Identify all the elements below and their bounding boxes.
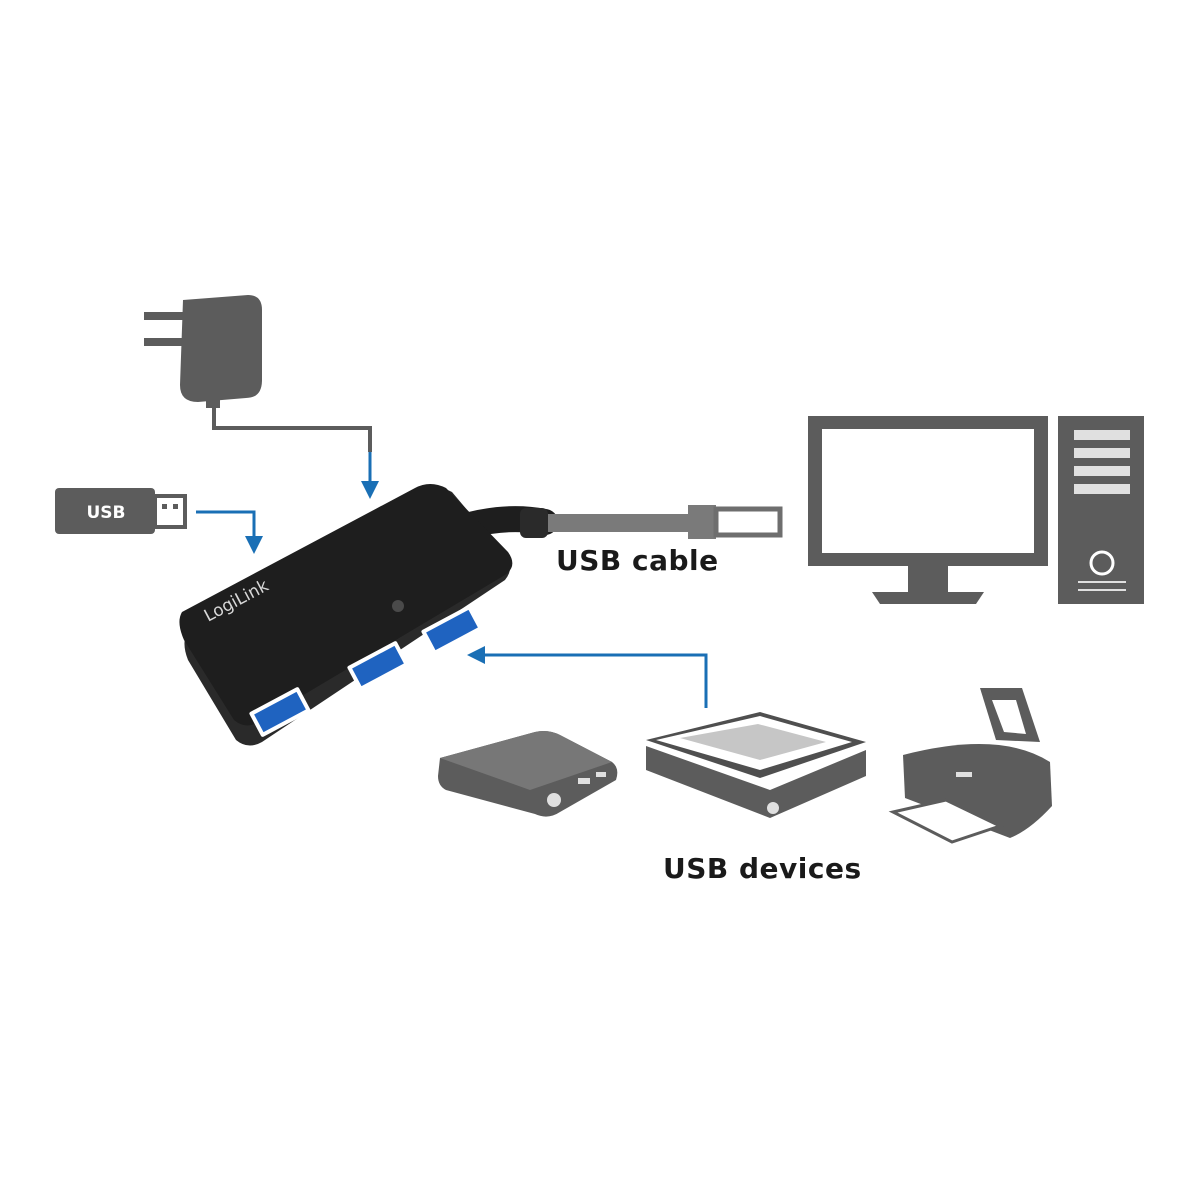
usb-stick-arrow xyxy=(196,510,263,554)
power-adapter-icon xyxy=(144,295,372,452)
usb-stick-icon: USB xyxy=(55,488,187,534)
usb-port-2 xyxy=(347,641,409,691)
usb-cable-label: USB cable xyxy=(556,544,719,577)
usb-cable xyxy=(457,505,783,539)
pc-tower-icon xyxy=(1058,416,1144,604)
power-bank-icon xyxy=(438,731,618,817)
scanner-icon xyxy=(646,712,866,818)
usb-port-3 xyxy=(421,605,483,655)
led-indicator xyxy=(392,600,404,612)
monitor-icon xyxy=(808,416,1048,604)
printer-icon xyxy=(888,688,1052,844)
usb-hub: LogiLink xyxy=(179,484,513,746)
usb-stick-label: USB xyxy=(86,503,125,523)
usb-port-1 xyxy=(249,687,311,737)
usb-devices-label: USB devices xyxy=(663,852,862,885)
devices-arrow xyxy=(467,646,708,708)
